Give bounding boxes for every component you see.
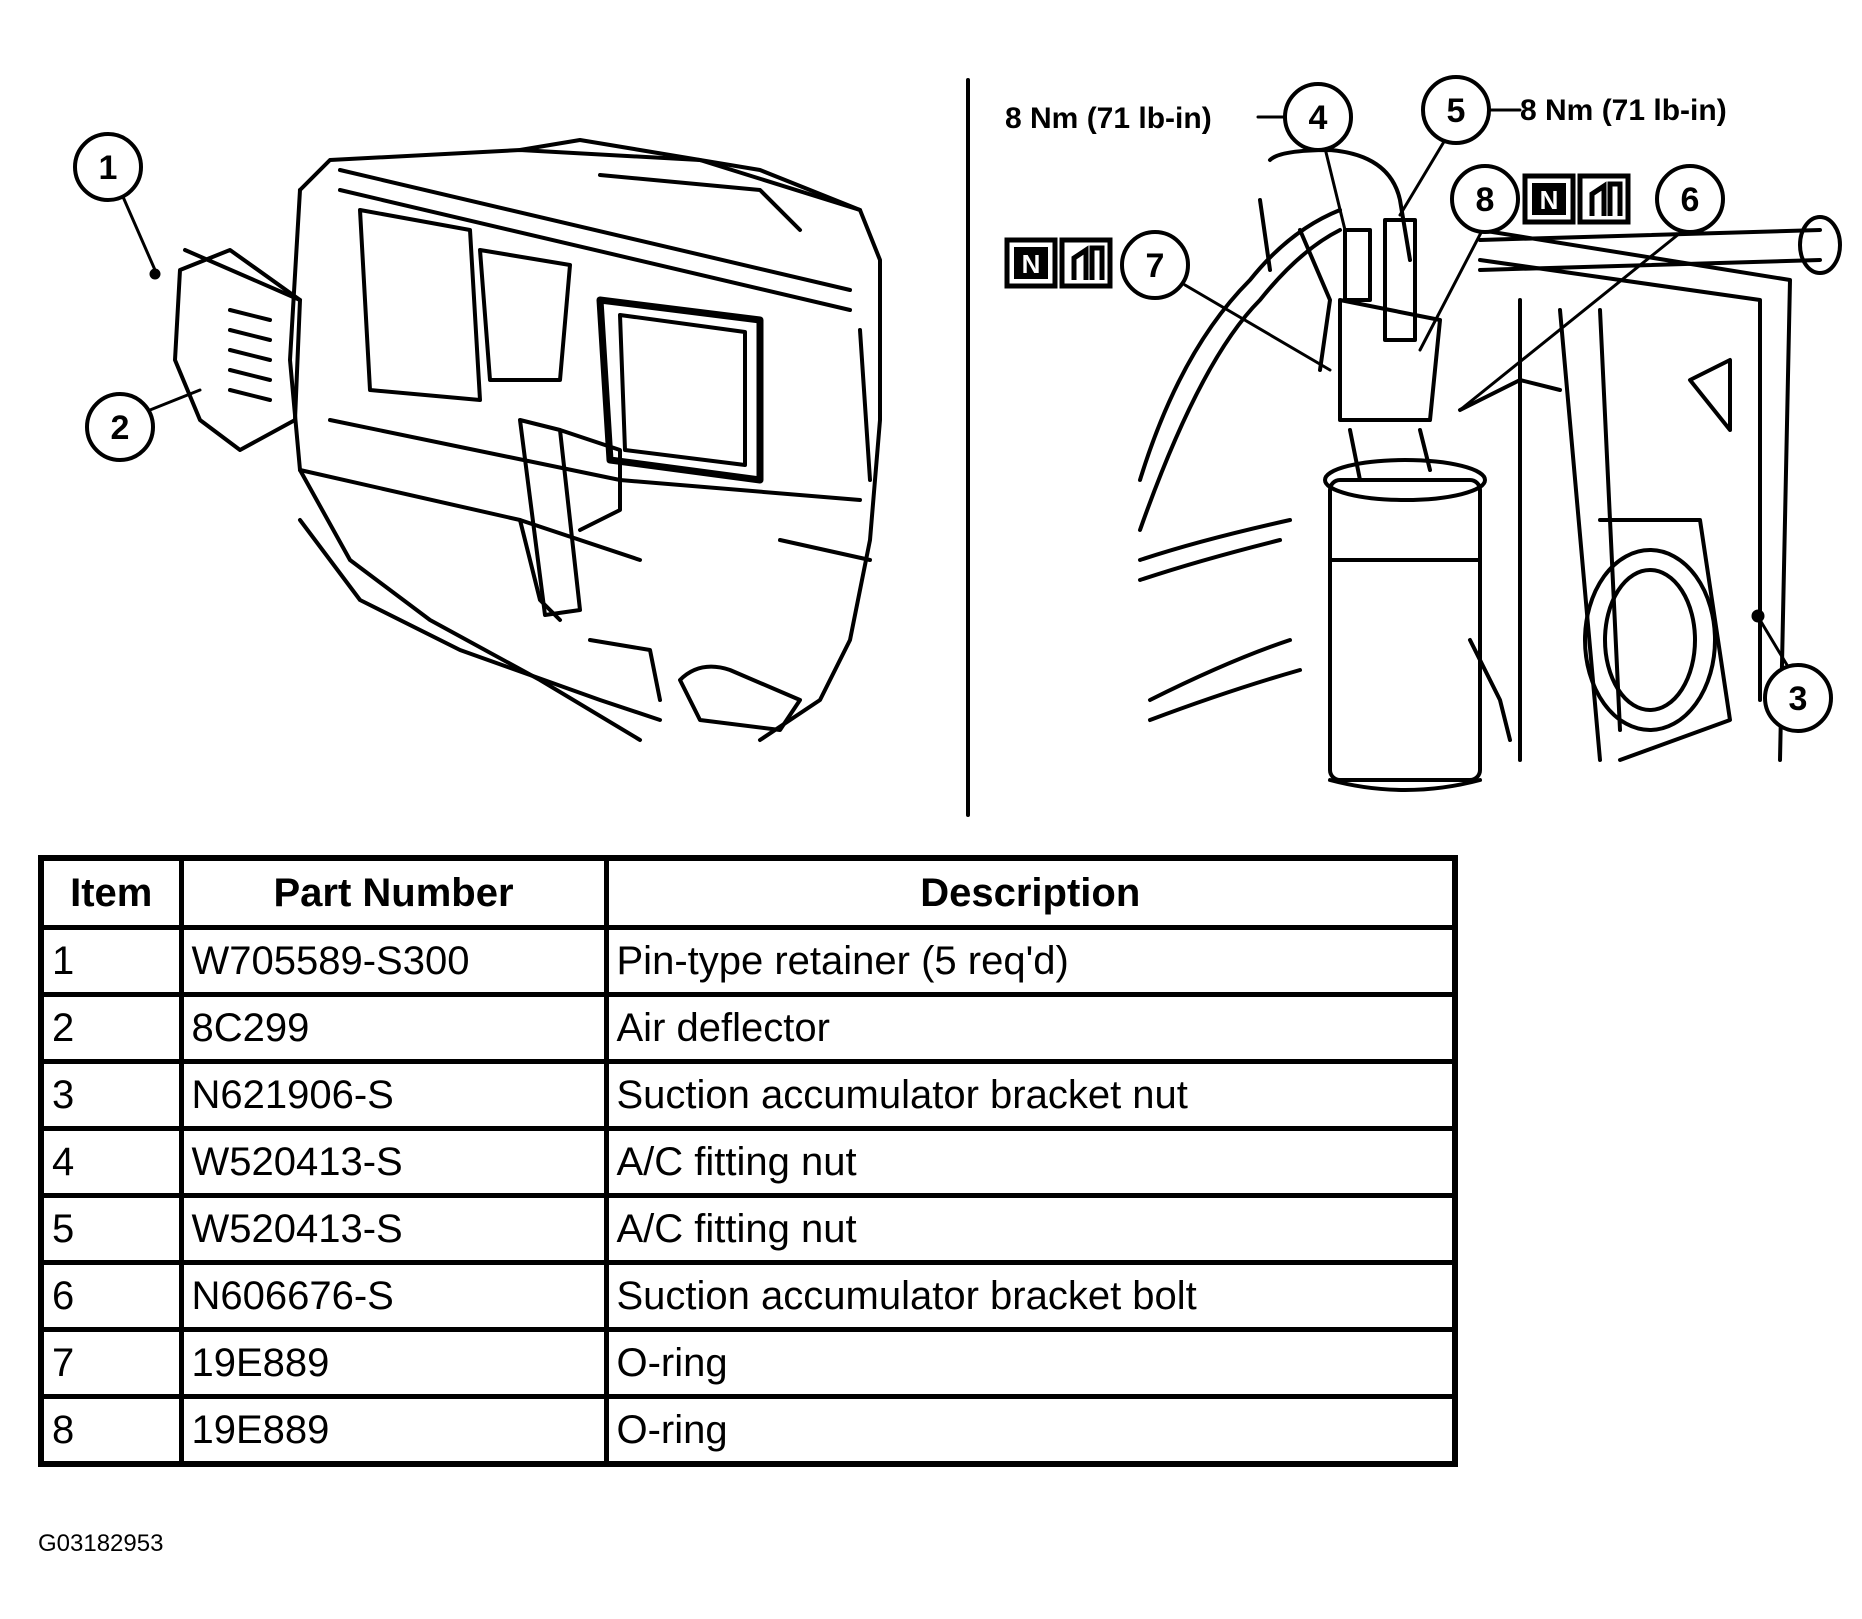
cell-item: 2 bbox=[38, 992, 184, 1064]
table-row: 5 W520413-S A/C fitting nut bbox=[38, 1193, 1458, 1265]
torque-spec-item4: 8 Nm (71 lb-in) bbox=[1005, 102, 1212, 135]
cell-description: O-ring bbox=[603, 1327, 1458, 1399]
callout-8: 8 bbox=[1450, 164, 1520, 234]
table-row: 8 19E889 O-ring bbox=[38, 1394, 1458, 1467]
cell-item: 4 bbox=[38, 1126, 184, 1198]
table-row: 4 W520413-S A/C fitting nut bbox=[38, 1126, 1458, 1198]
svg-text:N: N bbox=[1540, 185, 1559, 215]
cell-item: 3 bbox=[38, 1059, 184, 1131]
torque-spec-item5: 8 Nm (71 lb-in) bbox=[1520, 94, 1727, 127]
cell-item: 5 bbox=[38, 1193, 184, 1265]
cell-part-number: W705589-S300 bbox=[178, 925, 609, 997]
figure-code: G03182953 bbox=[38, 1530, 164, 1557]
svg-text:7: 7 bbox=[1146, 247, 1165, 285]
callout-1-leader bbox=[118, 188, 157, 272]
table-row: 3 N621906-S Suction accumulator bracket … bbox=[38, 1059, 1458, 1131]
table-header-row: Item Part Number Description bbox=[38, 855, 1458, 930]
new-part-icon: N bbox=[1522, 173, 1576, 225]
cell-item: 7 bbox=[38, 1327, 184, 1399]
svg-text:N: N bbox=[1022, 249, 1041, 279]
callout-2-leader bbox=[148, 388, 202, 412]
callout-3: 3 bbox=[1763, 663, 1833, 733]
table-row: 2 8C299 Air deflector bbox=[38, 992, 1458, 1064]
parts-table: Item Part Number Description 1 W705589-S… bbox=[38, 855, 1458, 1467]
cell-description: O-ring bbox=[603, 1394, 1458, 1467]
right-view-accumulator bbox=[1138, 148, 1842, 792]
svg-text:3: 3 bbox=[1789, 680, 1808, 718]
cell-description: A/C fitting nut bbox=[603, 1126, 1458, 1198]
callout-5-leader bbox=[1398, 138, 1447, 217]
cell-description: A/C fitting nut bbox=[603, 1193, 1458, 1265]
callout-4-leader bbox=[1321, 138, 1347, 232]
svg-text:6: 6 bbox=[1681, 181, 1700, 219]
cell-item: 8 bbox=[38, 1394, 184, 1467]
table-row: 7 19E889 O-ring bbox=[38, 1327, 1458, 1399]
cell-part-number: N606676-S bbox=[178, 1260, 609, 1332]
cell-description: Pin-type retainer (5 req'd) bbox=[603, 925, 1458, 997]
svg-text:2: 2 bbox=[111, 409, 130, 447]
header-part-number: Part Number bbox=[178, 855, 609, 930]
cell-part-number: 8C299 bbox=[178, 992, 609, 1064]
replace-icon bbox=[1059, 237, 1113, 289]
callout-7: 7 bbox=[1120, 230, 1190, 300]
cell-item: 1 bbox=[38, 925, 184, 997]
cell-part-number: W520413-S bbox=[178, 1126, 609, 1198]
callout-5: 5 bbox=[1421, 75, 1491, 145]
callout-8-leader bbox=[1418, 223, 1487, 352]
callout-4: 4 bbox=[1283, 82, 1353, 152]
left-view-front-end bbox=[173, 138, 882, 742]
callout-6: 6 bbox=[1655, 164, 1725, 234]
callout-1: 1 bbox=[73, 132, 143, 202]
cell-part-number: N621906-S bbox=[178, 1059, 609, 1131]
new-part-icon: N bbox=[1004, 237, 1058, 289]
cell-part-number: 19E889 bbox=[178, 1394, 609, 1467]
svg-text:4: 4 bbox=[1309, 99, 1328, 137]
cell-item: 6 bbox=[38, 1260, 184, 1332]
cell-part-number: 19E889 bbox=[178, 1327, 609, 1399]
callout-7-leader bbox=[1183, 283, 1332, 372]
callout-6-leader bbox=[1458, 223, 1692, 412]
cell-part-number: W520413-S bbox=[178, 1193, 609, 1265]
callout-3-leader bbox=[1758, 618, 1792, 672]
table-row: 6 N606676-S Suction accumulator bracket … bbox=[38, 1260, 1458, 1332]
cell-description: Suction accumulator bracket nut bbox=[603, 1059, 1458, 1131]
diagram-illustration: 1 2 3 4 5 6 7 8 8 Nm (71 lb-in) 8 Nm (71… bbox=[73, 75, 1842, 817]
svg-text:8: 8 bbox=[1476, 181, 1495, 219]
header-description: Description bbox=[603, 855, 1458, 930]
svg-text:1: 1 bbox=[99, 149, 118, 187]
table-row: 1 W705589-S300 Pin-type retainer (5 req'… bbox=[38, 925, 1458, 997]
cell-description: Suction accumulator bracket bolt bbox=[603, 1260, 1458, 1332]
header-item: Item bbox=[38, 855, 184, 930]
cell-description: Air deflector bbox=[603, 992, 1458, 1064]
callout-2: 2 bbox=[85, 392, 155, 462]
svg-text:5: 5 bbox=[1447, 92, 1466, 130]
replace-icon bbox=[1577, 173, 1631, 225]
